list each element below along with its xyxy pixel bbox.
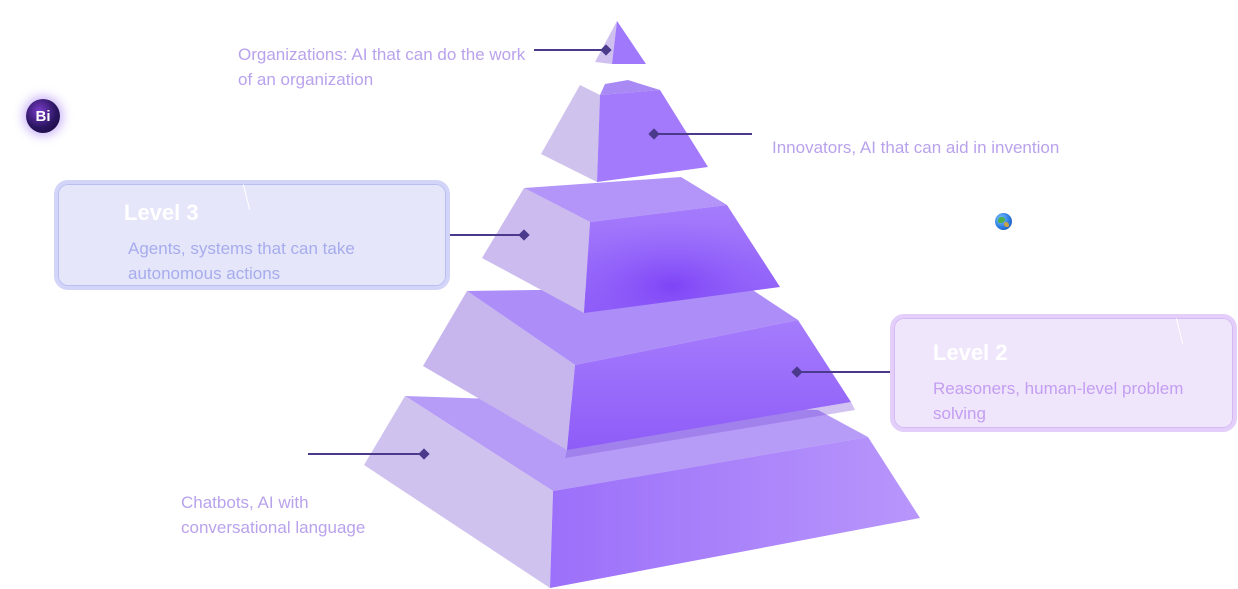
tier-2-front-face [567,320,851,450]
globe-icon [995,213,1012,230]
level-3-card: Level 3 Agents, systems that can take au… [54,180,450,290]
tier-2-side-face [423,291,575,450]
pyramid-tier-5 [595,21,646,64]
tier-2-top-face [467,287,798,365]
connector-chatbots [308,448,430,460]
tier-1-front-face [550,437,920,588]
connector-organizations [534,44,612,56]
tier-3-top-face [524,177,727,222]
card-arrow-icon [1175,318,1184,344]
tier-1-side-face [364,396,553,588]
level-2-card: Level 2 Reasoners, human-level problem s… [890,314,1237,432]
connector-innovators [648,128,752,140]
tier-5-side-face [595,21,617,64]
label-chatbots: Chatbots, AI with conversational languag… [181,493,366,537]
level-2-description: Reasoners, human-level problem solving [933,379,1184,423]
tier-2-shadow [565,402,855,458]
pyramid-tier-4 [541,80,708,182]
tier-3-side-face [482,188,590,313]
pyramid-tier-2 [423,287,855,458]
tier-4-side-face [541,85,600,182]
label-innovators: Innovators, AI that can aid in invention [772,138,1060,157]
bi-logo: Bi [26,99,60,133]
label-organizations: Organizations: AI that can do the work o… [238,45,526,89]
level-2-title: Level 2 [933,340,1008,365]
pyramid-tier-3 [482,177,780,313]
tier-5-front-face [612,21,646,64]
level-3-description: Agents, systems that can take autonomous… [128,239,355,283]
level-3-title: Level 3 [124,200,199,225]
tier-3-glow [584,205,780,313]
card-arrow-icon [242,184,251,210]
